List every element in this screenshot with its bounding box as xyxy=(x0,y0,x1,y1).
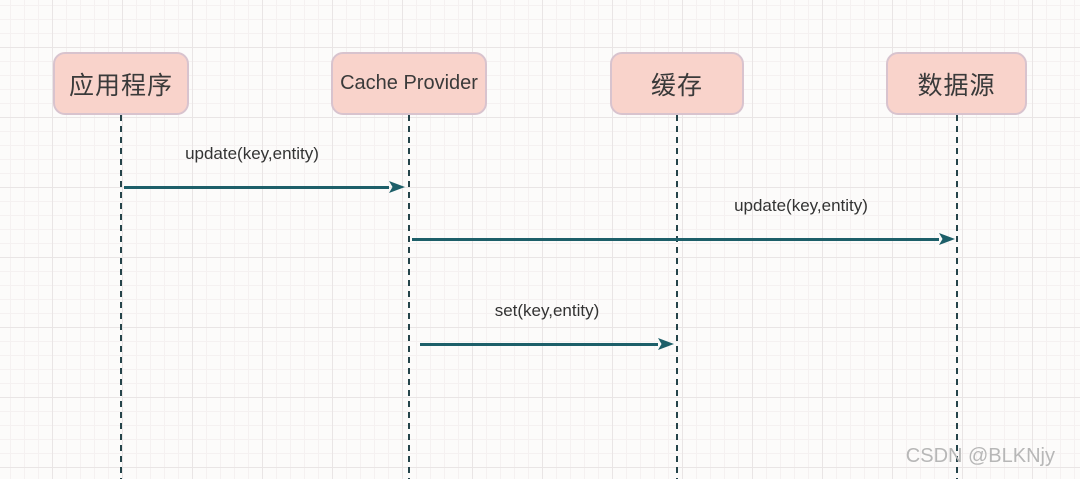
actor-application: 应用程序 xyxy=(53,52,189,115)
arrowhead-right-icon xyxy=(389,181,405,193)
message-shaft xyxy=(412,237,939,241)
actor-cache-provider-label: Cache Provider xyxy=(340,72,478,94)
lifeline-application xyxy=(120,115,122,479)
message-arrow-update-2 xyxy=(412,233,955,245)
actor-cache: 缓存 xyxy=(610,52,744,115)
message-arrow-set xyxy=(420,338,674,350)
arrowhead-right-icon xyxy=(939,233,955,245)
lifeline-cache xyxy=(676,115,678,479)
actor-datasource: 数据源 xyxy=(886,52,1027,115)
message-label-update-2: update(key,entity) xyxy=(734,196,868,215)
message-shaft xyxy=(124,185,389,189)
watermark: CSDN @BLKNjy xyxy=(905,445,1055,467)
actor-datasource-label: 数据源 xyxy=(917,71,996,100)
message-label-set: set(key,entity) xyxy=(494,301,600,320)
arrowhead-right-icon xyxy=(658,338,674,350)
actor-cache-provider: Cache Provider xyxy=(331,52,487,115)
actor-cache-label: 缓存 xyxy=(650,71,703,100)
lifeline-cache-provider xyxy=(408,115,410,479)
message-label-update-1: update(key,entity) xyxy=(185,144,319,163)
message-arrow-update-1 xyxy=(124,181,405,193)
actor-application-label: 应用程序 xyxy=(68,71,173,100)
lifeline-datasource xyxy=(956,115,958,479)
message-shaft xyxy=(420,342,658,346)
